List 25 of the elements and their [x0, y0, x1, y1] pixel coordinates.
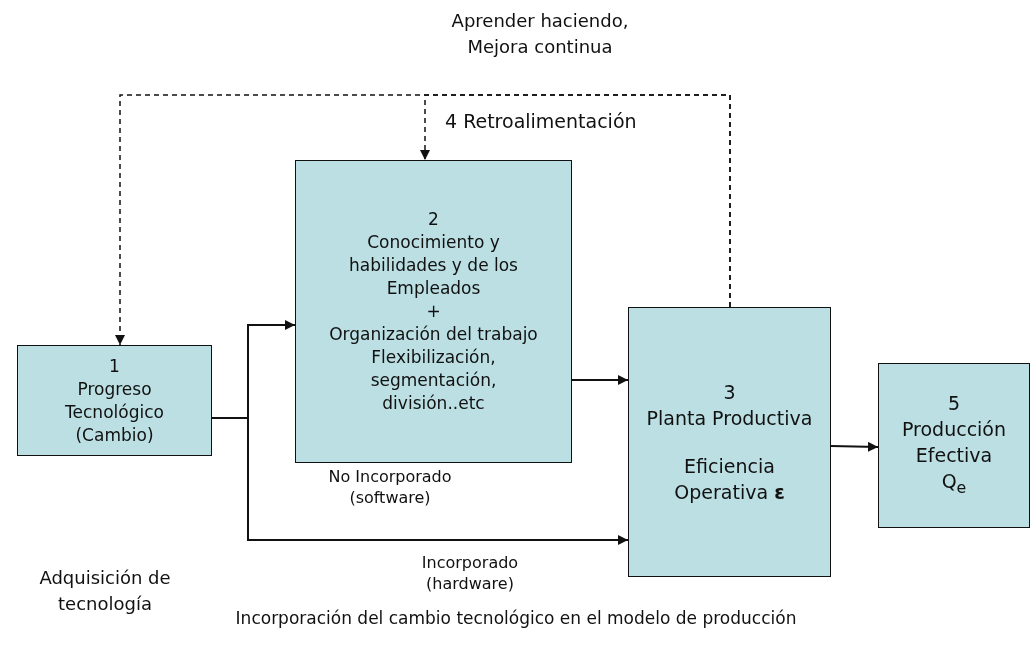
box-text: Conocimiento y habilidades y de los Empleados	[348, 231, 519, 300]
box-caption: No Incorporado (software)	[327, 466, 453, 508]
caption: Incorporación del cambio tecnológico en el modelo de producción	[234, 608, 798, 629]
box-text: Q$_{e}$	[941, 469, 967, 499]
dashed-arrow	[420, 94, 731, 308]
process-box	[628, 307, 831, 577]
note-text: Aprender haciendo, Mejora continua	[450, 9, 630, 59]
step-number: 1	[109, 354, 120, 378]
arrow	[830, 441, 879, 452]
box-text: +	[426, 300, 441, 323]
box-text: Organización del trabajo Flexibilización, segmentación, división..etc	[328, 323, 539, 415]
box-text: Progreso Tecnológico (Cambio)	[64, 377, 165, 447]
box-text: Planta Productiva	[646, 406, 813, 431]
step-number: 2	[428, 208, 439, 231]
step-number: 5	[947, 391, 961, 417]
step-number: 3	[723, 380, 736, 405]
process-box	[17, 345, 212, 456]
box-text: Producción Efectiva	[900, 417, 1008, 469]
process-box	[878, 363, 1030, 528]
arrow	[571, 375, 629, 385]
process-box	[295, 160, 572, 463]
note-text: Adquisición de tecnología	[38, 566, 172, 616]
feedback-label: 4 Retroalimentación	[445, 109, 638, 134]
box-text: Eficiencia Operativa ε	[673, 454, 786, 505]
edge-label: Incorporado (hardware)	[420, 552, 520, 594]
